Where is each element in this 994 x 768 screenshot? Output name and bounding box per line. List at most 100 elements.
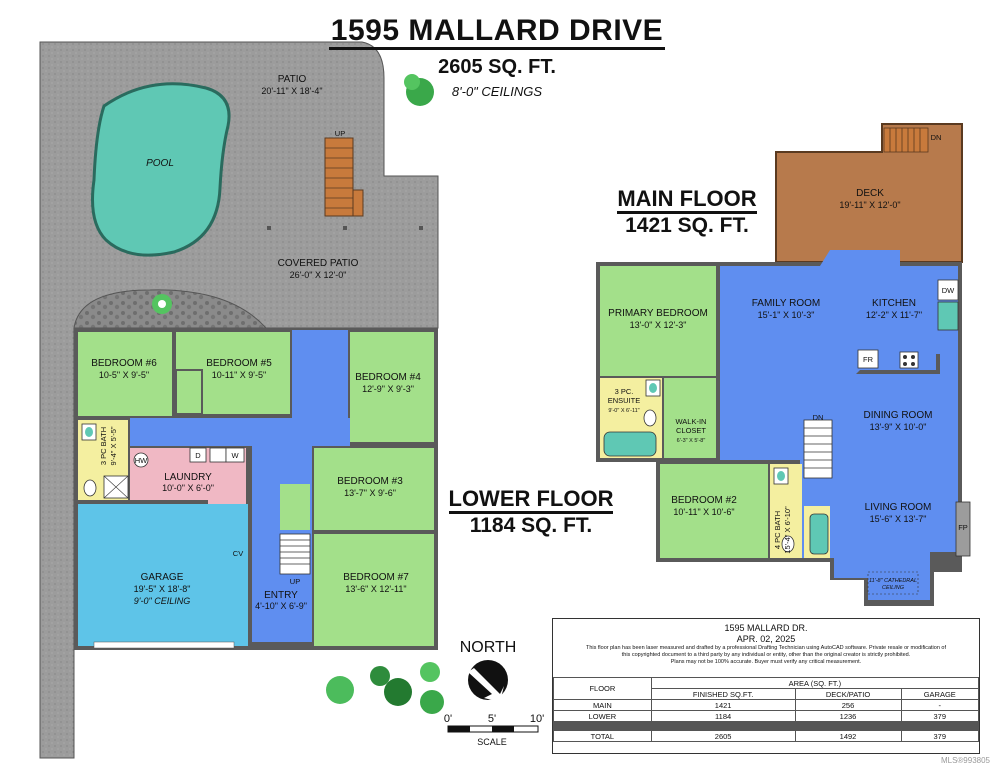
- bedroom-4: [350, 332, 434, 442]
- main-floor-sqft: 1421 SQ. FT.: [625, 214, 749, 237]
- main-stairs: [803, 419, 833, 479]
- table-row: LOWER 1184 1236 379: [553, 710, 980, 722]
- label-bath-3pc: 3 PC BATH: [99, 427, 108, 465]
- lower-floor-sqft: 1184 SQ. FT.: [469, 514, 593, 537]
- label-washer: W: [231, 451, 239, 460]
- row-lower-finished: 1184: [650, 710, 796, 722]
- label-bedroom-3: BEDROOM #3: [337, 476, 403, 487]
- bedroom-7: [314, 534, 434, 646]
- fireplace: [955, 501, 971, 557]
- dim-patio: 20'-11" X 18'-4": [261, 86, 322, 96]
- info-date: APR. 02, 2025: [736, 634, 796, 644]
- entry-stairs: [279, 533, 311, 575]
- label-covered-patio: COVERED PATIO: [278, 258, 359, 269]
- scale-label: SCALE: [477, 737, 507, 747]
- dim-living-room: 15'-6" X 13'-7": [870, 514, 927, 524]
- label-bedroom-4: BEDROOM #4: [355, 372, 421, 383]
- label-main-dn: DN: [813, 413, 824, 422]
- garage-door: [93, 641, 235, 649]
- kitchen-fixtures: [856, 279, 959, 374]
- info-address: 1595 MALLARD DR.: [724, 623, 808, 633]
- col-deck: DECK/PATIO: [794, 688, 902, 700]
- patio-posts: [267, 226, 423, 230]
- lower-floor-name: LOWER FLOOR: [448, 486, 614, 514]
- label-bedroom-6: BEDROOM #6: [91, 358, 157, 369]
- main-floor-heading: MAIN FLOOR 1421 SQ. FT.: [600, 186, 774, 238]
- label-patio: PATIO: [278, 74, 307, 85]
- dim-bedroom-6: 10-5" X 9'-5": [99, 370, 149, 380]
- dim-bath-4pc: 15'-4" X 6'-10": [783, 506, 792, 554]
- row-main-floor: MAIN: [553, 699, 652, 711]
- dim-deck: 19'-11" X 12'-0": [839, 200, 900, 210]
- label-entry-up: UP: [290, 577, 300, 586]
- disclaimer-line-2: this copyrighted document to a third par…: [621, 652, 911, 658]
- row-main-deck: 256: [794, 699, 902, 711]
- label-hw: HW: [135, 456, 148, 465]
- scale-bar: [447, 725, 539, 733]
- cathedral-ceiling-zone: [867, 571, 919, 595]
- label-closet-1: WALK-IN: [676, 417, 707, 426]
- mls-watermark: MLS®993805: [940, 756, 990, 765]
- dim-family-room: 15'-1" X 10'-3": [758, 310, 815, 320]
- label-bedroom-7: BEDROOM #7: [343, 572, 409, 583]
- label-deck: DECK: [856, 188, 884, 199]
- ceiling-height: 8'-0" CEILINGS: [451, 84, 543, 99]
- dim-bedroom-4: 12'-9" X 9'-3": [362, 384, 414, 394]
- dim-kitchen: 12'-2" X 11'-7": [866, 310, 922, 320]
- label-bedroom-2: BEDROOM #2: [671, 495, 737, 506]
- dim-entry: 4'-10" X 6'-9": [255, 601, 307, 611]
- label-dryer: D: [195, 451, 201, 460]
- dim-laundry: 10'-0" X 6'-0": [162, 483, 214, 493]
- page-title: 1595 MALLARD DRIVE: [0, 14, 994, 50]
- scale-tick-0: 0': [444, 713, 452, 725]
- ensuite-fixtures: [603, 379, 829, 555]
- col-finished: FINISHED SQ.FT.: [650, 688, 796, 700]
- garage: [78, 504, 248, 646]
- address-title: 1595 MALLARD DRIVE: [328, 14, 666, 50]
- label-living-room: LIVING ROOM: [865, 502, 932, 513]
- tree-icon: [152, 74, 444, 714]
- room-labels: PATIO 20'-11" X 18'-4" POOL UP COVERED P…: [91, 74, 968, 747]
- row-total-floor: TOTAL: [553, 730, 652, 742]
- bedroom-6: [78, 332, 172, 416]
- disclaimer-line-3: Plans may not be 100% accurate. Buyer mu…: [670, 659, 862, 665]
- label-primary-bedroom: PRIMARY BEDROOM: [608, 308, 708, 319]
- row-lower-deck: 1236: [794, 710, 902, 722]
- walk-in-closet: [664, 378, 716, 458]
- deck-stairs: [883, 127, 929, 153]
- compass-label: NORTH: [460, 639, 517, 656]
- dim-covered-patio: 26'-0" X 12'-0": [290, 270, 347, 280]
- scale-tick-5: 5': [488, 713, 496, 725]
- garage-ceiling: 9'-0" CEILING: [134, 596, 190, 606]
- scale-tick-10: 10': [530, 713, 544, 725]
- label-dining-room: DINING ROOM: [864, 410, 933, 421]
- label-closet-2: CLOSET: [676, 426, 706, 435]
- patio-stairs: [324, 137, 364, 217]
- label-ensuite-2: ENSUITE: [608, 396, 641, 405]
- label-patio-up: UP: [335, 129, 345, 138]
- label-garage: GARAGE: [141, 572, 184, 583]
- bath-fixtures-lower: [81, 423, 129, 499]
- dim-ensuite: 9'-0" X 6'-11": [608, 408, 639, 414]
- dim-garage: 19'-5" X 18'-8": [134, 584, 191, 594]
- main-floor-name: MAIN FLOOR: [617, 186, 757, 214]
- primary-bedroom: [600, 266, 716, 376]
- label-cathedral-1: 11'-8" CATHEDRAL: [869, 578, 917, 584]
- label-cv: CV: [233, 549, 243, 558]
- area-table: FLOOR AREA (SQ. FT.) FINISHED SQ.FT. DEC…: [553, 677, 980, 742]
- total-square-feet: 2605 SQ. FT.: [438, 56, 556, 78]
- label-ensuite-1: 3 PC.: [615, 387, 634, 396]
- dim-closet: 6'-3" X 5'-8": [677, 438, 706, 444]
- row-main-garage: -: [900, 699, 980, 711]
- pool: [91, 82, 231, 257]
- label-kitchen: KITCHEN: [872, 298, 916, 309]
- label-bedroom-5: BEDROOM #5: [206, 358, 272, 369]
- disclaimer-line-1: This floor plan has been laser measured …: [585, 645, 947, 651]
- dim-dining-room: 13'-9" X 10'-0": [870, 422, 927, 432]
- label-laundry: LAUNDRY: [164, 472, 212, 483]
- main-open-area: [720, 250, 958, 600]
- area-header: AREA (SQ. FT.): [650, 677, 980, 689]
- dim-bedroom-3: 13'-7" X 9'-6": [344, 488, 396, 498]
- dim-bath-3pc: 9'-4" X 5'-5": [109, 426, 118, 465]
